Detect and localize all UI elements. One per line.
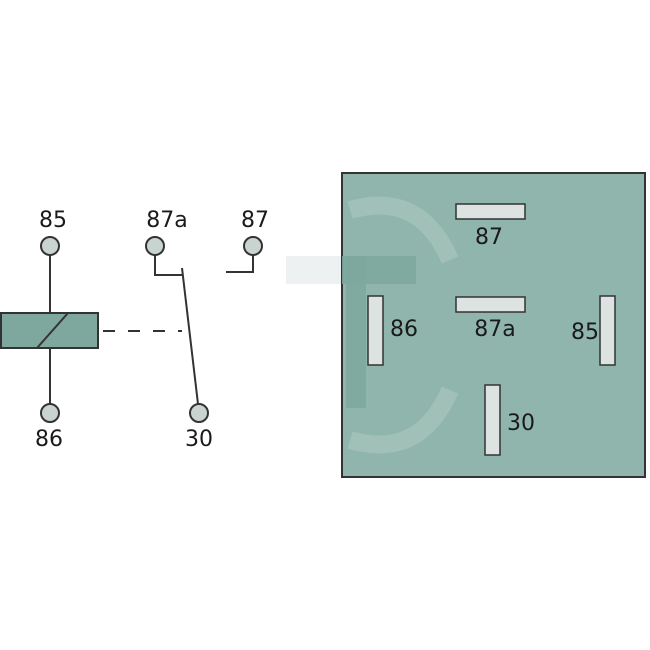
pin-label-30: 30 bbox=[507, 411, 535, 436]
terminal-label-86: 86 bbox=[35, 427, 63, 452]
wire-87 bbox=[226, 255, 254, 273]
wire-87a bbox=[154, 255, 182, 276]
pin-label-86: 86 bbox=[390, 317, 418, 342]
terminal-label-87: 87 bbox=[241, 208, 269, 233]
relay-schematic: 85 86 87a 30 87 bbox=[0, 208, 269, 452]
terminal-85 bbox=[40, 236, 60, 256]
pin-label-87a: 87a bbox=[474, 317, 515, 342]
pin-87 bbox=[455, 203, 526, 220]
pin-85 bbox=[599, 295, 616, 366]
terminal-87 bbox=[243, 236, 263, 256]
pin-87a bbox=[455, 296, 526, 313]
switch-arm bbox=[181, 267, 199, 405]
coil-diagonal bbox=[36, 312, 69, 349]
terminal-label-30: 30 bbox=[185, 427, 213, 452]
terminal-30 bbox=[189, 403, 209, 423]
terminal-label-85: 85 bbox=[39, 208, 67, 233]
relay-socket: 87 87a 86 85 30 bbox=[341, 172, 646, 478]
terminal-label-87a: 87a bbox=[146, 208, 187, 233]
pin-86 bbox=[367, 295, 384, 366]
watermark-in-socket bbox=[342, 196, 459, 454]
terminal-86 bbox=[40, 403, 60, 423]
pin-30 bbox=[484, 384, 501, 456]
pin-label-87: 87 bbox=[475, 225, 503, 250]
relay-coil bbox=[0, 312, 99, 349]
terminal-87a bbox=[145, 236, 165, 256]
pin-label-85: 85 bbox=[571, 320, 599, 345]
